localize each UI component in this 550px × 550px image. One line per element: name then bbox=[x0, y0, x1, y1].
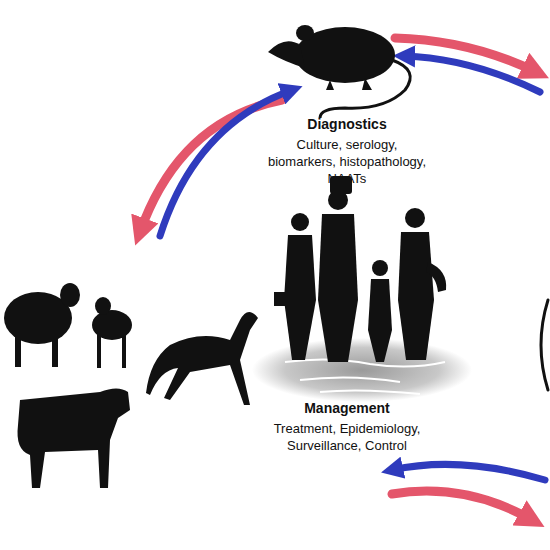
section-heading: Diagnostics bbox=[257, 116, 437, 133]
section-heading: Management bbox=[257, 400, 437, 417]
flood-water bbox=[252, 338, 472, 402]
section-body: Treatment, Epidemiology, Surveillance, C… bbox=[262, 420, 432, 454]
section-body: Culture, serology, biomarkers, histopath… bbox=[262, 136, 432, 187]
cycle-arrows bbox=[140, 38, 548, 520]
rat-silhouette bbox=[268, 25, 410, 118]
livestock-silhouettes bbox=[4, 283, 258, 488]
people-silhouettes bbox=[274, 176, 446, 362]
